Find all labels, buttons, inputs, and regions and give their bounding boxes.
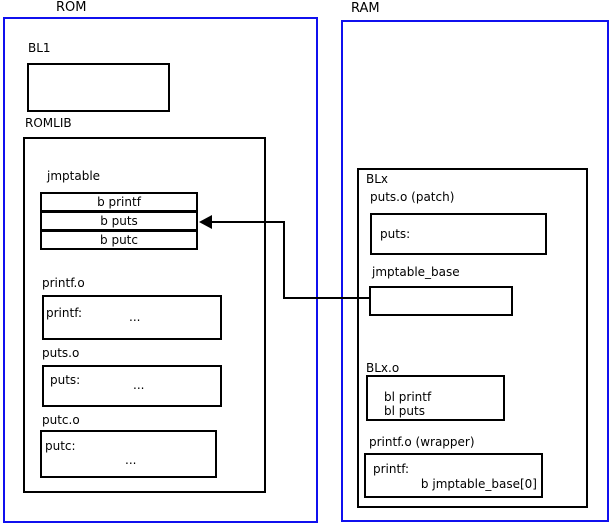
- printf-dots: ...: [129, 310, 141, 324]
- blx-label: BLx: [366, 172, 389, 186]
- jmptable-entry-printf: b printf: [40, 192, 198, 212]
- romlib-box: [23, 137, 266, 493]
- blx-o-box: bl printf bl puts: [366, 375, 505, 421]
- blx-box: [357, 168, 588, 508]
- jmptable-base-box: [369, 286, 513, 316]
- printf-wrapper-box: printf: b jmptable_base[0]: [364, 453, 543, 498]
- jmptable-entry-puts: b puts: [40, 211, 198, 231]
- arrow-segment-horizontal-bottom: [283, 297, 371, 299]
- romlib-label: ROMLIB: [25, 116, 72, 130]
- puts-patch-symbol: puts:: [380, 227, 411, 241]
- puts-o-label: puts.o: [42, 346, 80, 360]
- jmptable-label: jmptable: [47, 169, 101, 183]
- puts-o-box: puts: ...: [42, 365, 222, 407]
- bl1-box: [27, 63, 170, 112]
- putc-o-box: putc: ...: [40, 430, 217, 478]
- blx-o-line-1: bl printf: [384, 390, 432, 404]
- arrow-segment-horizontal-top: [210, 221, 285, 223]
- ram-frame: [341, 20, 609, 522]
- blx-o-line-2: bl puts: [384, 404, 425, 418]
- printf-wrapper-label: printf.o (wrapper): [369, 435, 475, 449]
- blx-o-label: BLx.o: [366, 361, 400, 375]
- ram-title: RAM: [351, 1, 380, 16]
- printf-o-label: printf.o: [42, 276, 85, 290]
- putc-o-label: putc.o: [42, 413, 80, 427]
- arrowhead-icon: [199, 215, 212, 229]
- rom-frame: [3, 17, 318, 523]
- putc-symbol: putc:: [45, 439, 76, 453]
- rom-title: ROM: [56, 0, 87, 15]
- printf-o-box: printf: ...: [42, 295, 222, 340]
- printf-wrapper-symbol: printf:: [373, 462, 410, 476]
- putc-dots: ...: [125, 453, 137, 467]
- puts-patch-label: puts.o (patch): [370, 190, 455, 204]
- puts-symbol: puts:: [50, 373, 81, 387]
- puts-patch-box: puts:: [370, 213, 547, 255]
- bl1-label: BL1: [28, 41, 51, 55]
- arrow-segment-vertical: [283, 221, 285, 299]
- jmptable-entry-putc: b putc: [40, 230, 198, 250]
- jmptable: b printf b puts b putc: [40, 192, 198, 250]
- printf-symbol: printf:: [46, 306, 83, 320]
- jmptable-base-label: jmptable_base: [372, 265, 460, 279]
- puts-dots: ...: [133, 378, 145, 392]
- printf-wrapper-instruction: b jmptable_base[0]: [420, 477, 537, 491]
